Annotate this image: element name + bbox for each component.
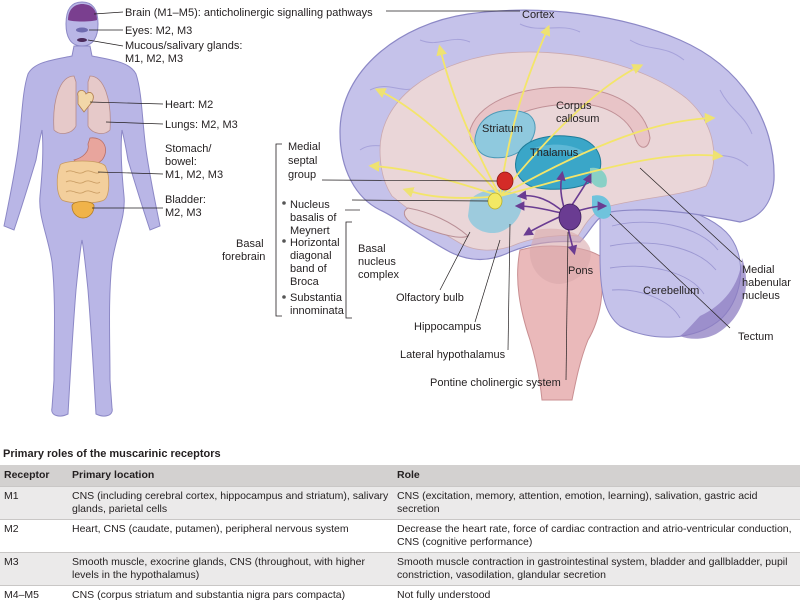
basal-nucleus-label-3: complex [358,269,399,281]
cerebellum-rim [680,258,747,339]
receptor-table-section: Primary roles of the muscarinic receptor… [0,447,800,605]
mucous-label-line1: Mucous/salivary glands: [125,40,242,52]
cell-location: Heart, CNS (caudate, putamen), periphera… [68,519,393,553]
table-header-row: Receptor Primary location Role [0,465,800,487]
cell-receptor: M4–M5 [0,585,68,605]
stomach-label-line3: M1, M2, M3 [165,169,223,181]
nucleus-basalis-label-3: Meynert [290,225,330,237]
cell-location: Smooth muscle, exocrine glands, CNS (thr… [68,552,393,586]
tectum-label: Tectum [738,331,773,343]
medial-habenular-label-2: habenular [742,277,791,289]
brain-icon [68,4,97,22]
lungs-label: Lungs: M2, M3 [165,119,238,131]
cerebellum-label: Cerebellum [643,285,699,297]
anatomy-figure: Brain (M1–M5): anticholinergic signallin… [3,1,791,417]
corpus-callosum-label-1: Corpus [556,100,592,112]
eyes-label: Eyes: M2, M3 [125,25,192,37]
header-role: Role [393,465,800,487]
table-row: M4–M5 CNS (corpus striatum and substanti… [0,585,800,605]
brain-leader-lines [321,10,743,381]
cell-role: Not fully understood [393,585,800,605]
substantia-label-1: Substantia [290,292,343,304]
brain-label: Brain (M1–M5): anticholinergic signallin… [125,7,373,19]
pontine-nucleus [558,203,582,231]
header-receptor: Receptor [0,465,68,487]
brain-section [339,9,775,401]
medial-habenular-area [590,167,607,188]
corpus-callosum-label-2: callosum [556,113,599,125]
substantia-label-2: innominata [290,305,345,317]
olfactory-bulb-label: Olfactory bulb [396,292,464,304]
medial-septal-label-1: Medial [288,141,320,153]
brain-labels: Cortex Corpus callosum Striatum Thalamus… [222,9,791,389]
bladder-label-line1: Bladder: [165,194,206,206]
body-labels: Brain (M1–M5): anticholinergic signallin… [125,7,373,219]
mouth-icon [77,38,87,42]
table-title: Primary roles of the muscarinic receptor… [3,448,221,460]
cell-role: Smooth muscle contraction in gastrointes… [393,552,800,586]
cell-receptor: M1 [0,486,68,520]
horizontal-band-label-3: band of [290,263,328,275]
medial-habenular-label-3: nucleus [742,290,780,302]
receptor-table: Receptor Primary location Role M1 CNS (i… [0,465,800,605]
cholinergic-pathways [368,24,724,199]
mucous-label-line2: M1, M2, M3 [125,53,183,65]
nucleus-basalis [487,192,503,210]
stomach-label-line2: bowel: [165,156,197,168]
bowel-coils [65,170,101,194]
pons [529,228,591,284]
body-leader-lines [87,11,164,209]
medial-septal-label-3: group [288,169,316,181]
thalamus-highlight [534,144,586,154]
horizontal-band-label-1: Horizontal [290,237,340,249]
bullets [282,201,286,299]
cell-receptor: M2 [0,519,68,553]
bowel-icon [56,160,110,204]
basal-nucleus-label-1: Basal [358,243,386,255]
hypothalamus [468,189,522,234]
cell-role: CNS (excitation, memory, attention, emot… [393,486,800,520]
heart-label: Heart: M2 [165,99,213,111]
table-row: M1 CNS (including cerebral cortex, hippo… [0,486,800,520]
stomach-label-line1: Stomach/ [165,143,212,155]
cell-role: Decrease the heart rate, force of cardia… [393,519,800,553]
lungs-icon [53,75,111,134]
basal-nucleus-label-2: nucleus [358,256,396,268]
lateral-hypothalamus-label: Lateral hypothalamus [400,349,506,361]
human-body [3,1,161,417]
thalamus-label: Thalamus [530,147,579,159]
bladder-label-line2: M2, M3 [165,207,202,219]
medial-septal-label-2: septal [288,155,317,167]
nucleus-basalis-label-2: basalis of [290,212,337,224]
basal-forebrain-label-1: Basal [236,238,264,250]
cell-location: CNS (including cerebral cortex, hippocam… [68,486,393,520]
brackets [275,143,352,319]
hippocampus-label: Hippocampus [414,321,482,333]
medial-habenular-label-1: Medial [742,264,774,276]
cerebellum-folia [609,221,719,319]
bladder-icon [71,201,95,219]
horizontal-band-label-2: diagonal [290,250,332,262]
basal-forebrain-label-2: forebrain [222,251,265,263]
horizontal-band-label-4: Broca [290,276,320,288]
header-location: Primary location [68,465,393,487]
cortex-label: Cortex [522,9,555,21]
pons-label: Pons [568,265,594,277]
olfactory-bulb [403,207,469,238]
cell-receptor: M3 [0,552,68,586]
striatum-label: Striatum [482,123,523,135]
cell-location: CNS (corpus striatum and substantia nigr… [68,585,393,605]
nucleus-basalis-label-1: Nucleus [290,199,330,211]
medial-septal-nucleus [496,171,514,191]
table-row: M3 Smooth muscle, exocrine glands, CNS (… [0,552,800,586]
table-row: M2 Heart, CNS (caudate, putamen), periph… [0,519,800,553]
pontine-label: Pontine cholinergic system [430,377,561,389]
eye-icon [76,27,88,33]
